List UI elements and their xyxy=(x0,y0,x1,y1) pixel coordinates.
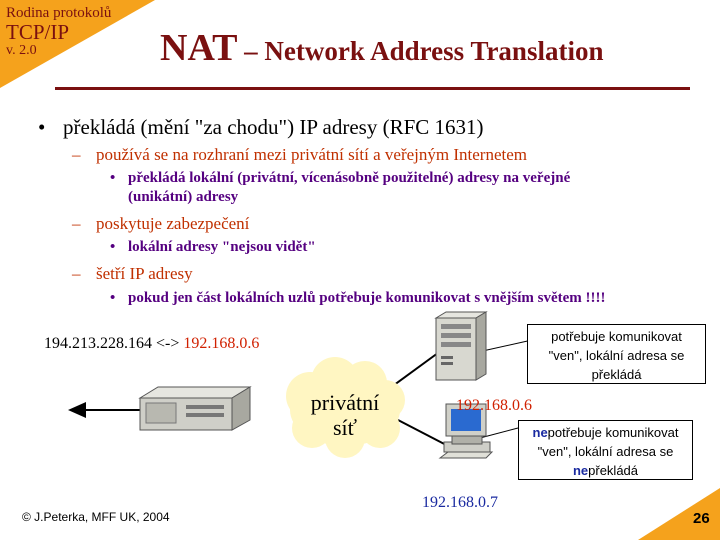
title-subtitle: – Network Address Translation xyxy=(237,36,604,66)
public-ip-address: 194.213.228.164 <-> xyxy=(44,335,184,352)
note-ws-line1-rest: potřebuje komunikovat xyxy=(547,425,679,440)
bullet-level2-marker: – xyxy=(72,264,81,283)
slide-title: NAT – Network Address Translation xyxy=(160,26,603,70)
bullet-sub-saves-ip: šetří IP adresy xyxy=(96,264,193,283)
note-ws-line1: nepotřebuje komunikovat xyxy=(525,423,686,442)
bullet-level1-marker: • xyxy=(38,115,46,139)
mapped-private-ip: 192.168.0.6 xyxy=(183,335,260,352)
note-server-line1: potřebuje komunikovat xyxy=(551,329,682,344)
bullet-level3-marker: • xyxy=(110,239,116,255)
bullet-level3-marker: • xyxy=(110,170,116,186)
series-version: v. 2.0 xyxy=(6,43,37,58)
workstation-ip-label: 192.168.0.7 xyxy=(422,494,498,511)
tower-server-icon xyxy=(434,311,488,381)
note-server-translated: potřebuje komunikovat "ven", lokální adr… xyxy=(527,324,706,384)
series-protocol: TCP/IP xyxy=(6,20,70,44)
bullet-detail-hidden: lokální adresy "nejsou vidět" xyxy=(128,239,316,255)
note-server-line2: "ven", lokální adresa se xyxy=(548,348,685,363)
callout-line-server xyxy=(477,339,533,353)
note-ws-negation: ne xyxy=(532,425,548,440)
bullet-sub-security: poskytuje zabezpečení xyxy=(96,214,250,233)
server-ip-label: 192.168.0.6 xyxy=(456,397,532,414)
corner-decoration-bottom-right xyxy=(638,488,720,540)
outbound-arrow xyxy=(68,402,150,418)
note-workstation-not-translated: nepotřebuje komunikovat "ven", lokální a… xyxy=(518,420,693,480)
note-ws-negation: ne xyxy=(572,463,589,478)
private-network-cloud xyxy=(286,357,405,458)
bullet-sub-interface: používá se na rozhraní mezi privátní sít… xyxy=(96,145,527,164)
bullet-detail-translate-line1: překládá lokální (privátní, vícenásobně … xyxy=(128,170,571,186)
note-server-line3: překládá xyxy=(591,367,642,382)
bullet-level3-marker: • xyxy=(110,290,116,306)
title-main: NAT xyxy=(160,27,238,69)
bullet-level2-marker: – xyxy=(72,145,81,164)
note-ws-line3: nepřekládá xyxy=(525,461,686,480)
bullet-detail-partial: pokud jen část lokálních uzlů potřebuje … xyxy=(128,290,606,306)
series-name: Rodina protokolů xyxy=(6,5,112,21)
cloud-label: privátní síť xyxy=(300,390,390,440)
note-ws-line2: "ven", lokální adresa se xyxy=(537,444,674,459)
corner-decoration-top-left xyxy=(0,0,155,88)
bullet-detail-translate-line2: (unikátní) adresy xyxy=(128,189,239,205)
link-server xyxy=(389,349,443,389)
nat-router-icon xyxy=(138,386,252,431)
note-ws-line3-rest: překládá xyxy=(588,463,639,478)
workstation-icon xyxy=(438,403,494,459)
cloud-label-line1: privátní xyxy=(310,390,380,415)
translation-mapping: 194.213.228.164 <-> 192.168.0.6 xyxy=(44,335,259,353)
link-workstation xyxy=(397,419,453,449)
page-number: 26 xyxy=(693,510,710,527)
copyright: © J.Peterka, MFF UK, 2004 xyxy=(22,510,170,524)
cloud-label-line2: síť xyxy=(332,415,358,440)
title-underline xyxy=(55,87,690,90)
bullet-level2-marker: – xyxy=(72,214,81,233)
bullet-main: překládá (mění "za chodu") IP adresy (RF… xyxy=(63,115,484,139)
